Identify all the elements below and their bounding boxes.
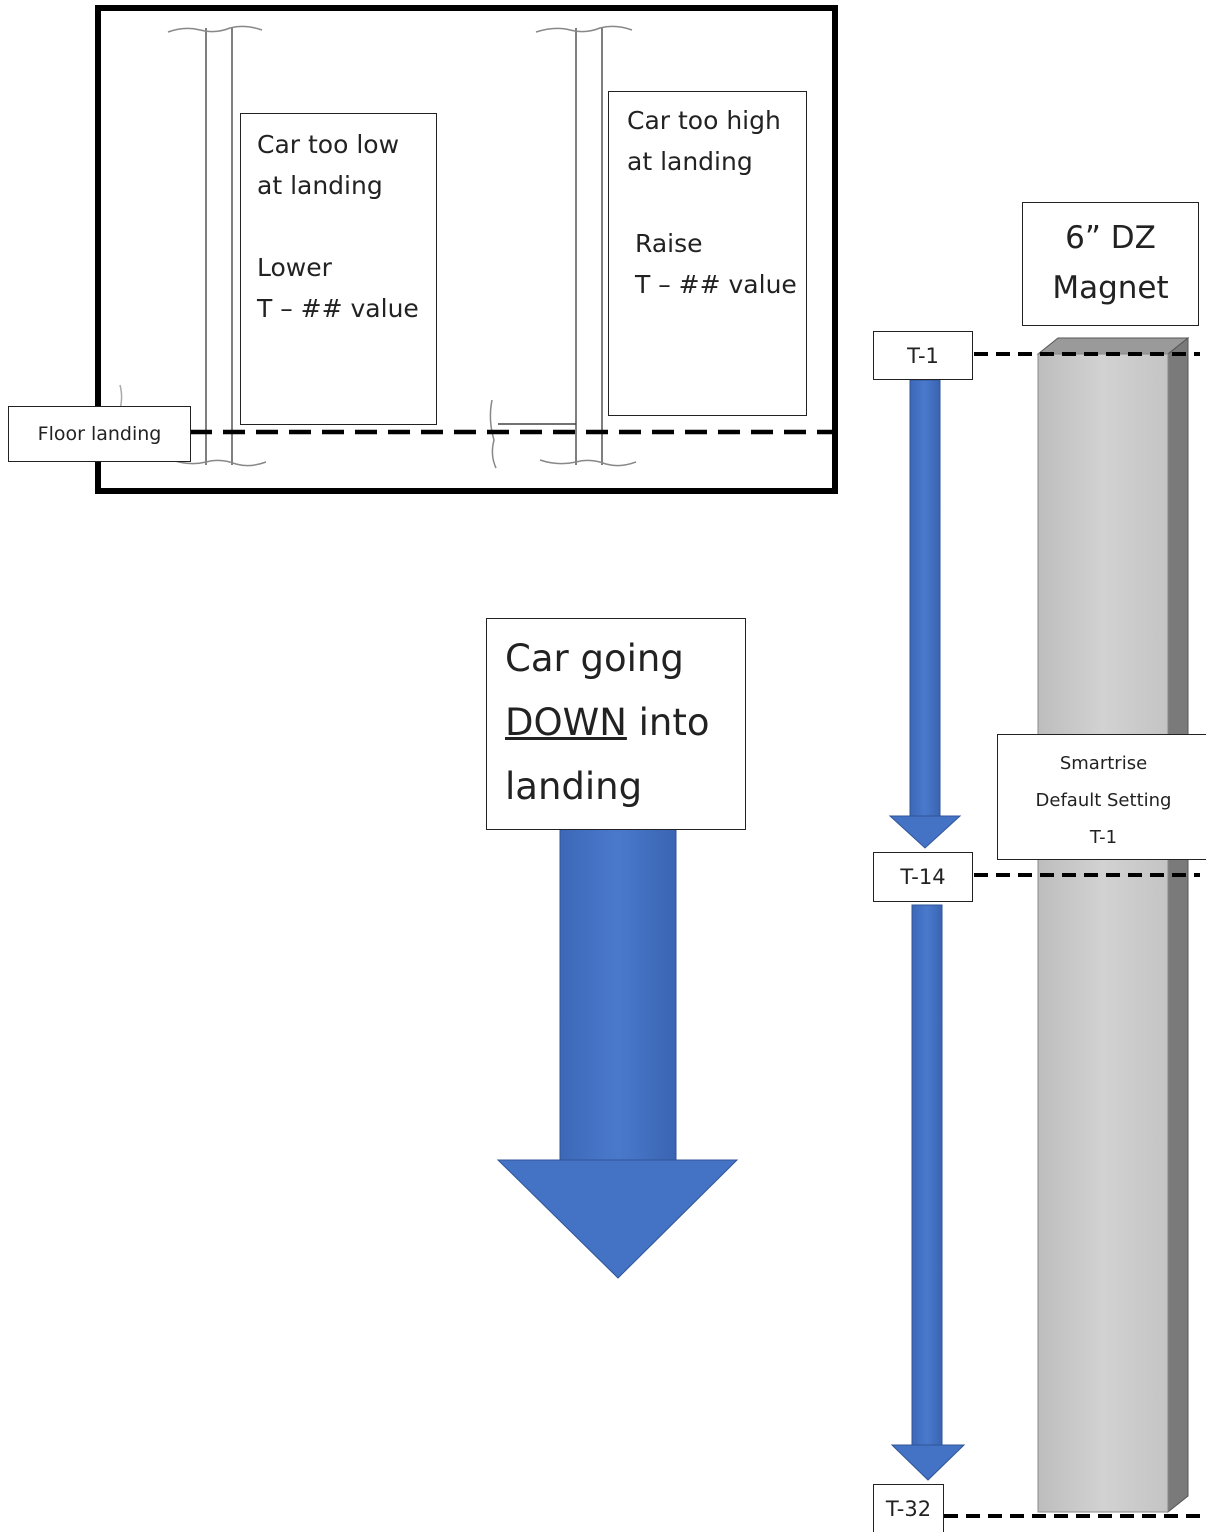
smartrise-default-box: Smartrise Default Setting T-1: [997, 734, 1206, 860]
car-too-low-line1: Car too low: [257, 130, 400, 159]
arrow-t1-to-t14: [888, 379, 962, 849]
smartrise-line1: Smartrise: [1059, 753, 1148, 774]
tag-t1: T-1: [873, 331, 973, 380]
tag-t14: T-14: [873, 852, 973, 902]
magnet-title-line2: Magnet: [1052, 270, 1169, 306]
car-going-down-line3: landing: [505, 765, 643, 808]
car-too-low-value: T – ## value: [257, 294, 419, 323]
car-going-down-line1: Car going: [505, 637, 684, 680]
left-rail: [167, 25, 267, 467]
car-too-low-line2: at landing: [257, 171, 383, 200]
car-going-down-box: Car going DOWN into landing: [486, 618, 746, 830]
car-too-high-action: Raise: [635, 229, 703, 258]
arrow-t14-to-t32: [890, 904, 966, 1481]
car-too-high-line1: Car too high: [627, 106, 781, 135]
smartrise-line2: Default Setting: [1035, 790, 1172, 811]
smartrise-line3: T-1: [1089, 827, 1118, 848]
magnet-side: [1167, 336, 1189, 1514]
floor-landing-text: Floor landing: [37, 423, 162, 445]
magnet-block: [1036, 336, 1190, 1514]
car-going-down-line2: DOWN into: [505, 691, 745, 755]
magnet-face: [1037, 353, 1169, 1513]
floor-landing-label: Floor landing: [8, 406, 191, 462]
car-too-high-box: Car too high at landing Raise T – ## val…: [608, 91, 807, 416]
into-word: into: [626, 701, 710, 744]
magnet-title-box: 6” DZ Magnet: [1022, 202, 1199, 326]
car-too-low-box: Car too low at landing Lower T – ## valu…: [240, 113, 437, 425]
magnet-top: [1036, 337, 1190, 355]
tag-t14-text: T-14: [900, 865, 946, 889]
car-too-high-line2: at landing: [627, 147, 753, 176]
tag-t32: T-32: [873, 1484, 944, 1532]
car-too-low-action: Lower: [257, 253, 332, 282]
magnet-title-line1: 6” DZ: [1065, 220, 1156, 256]
down-word: DOWN: [505, 701, 627, 744]
tag-t1-text: T-1: [907, 343, 939, 368]
inset-frame: [95, 5, 838, 494]
tag-t32-text: T-32: [885, 1496, 932, 1521]
car-too-high-value: T – ## value: [635, 270, 797, 299]
big-down-arrow: [496, 827, 739, 1279]
